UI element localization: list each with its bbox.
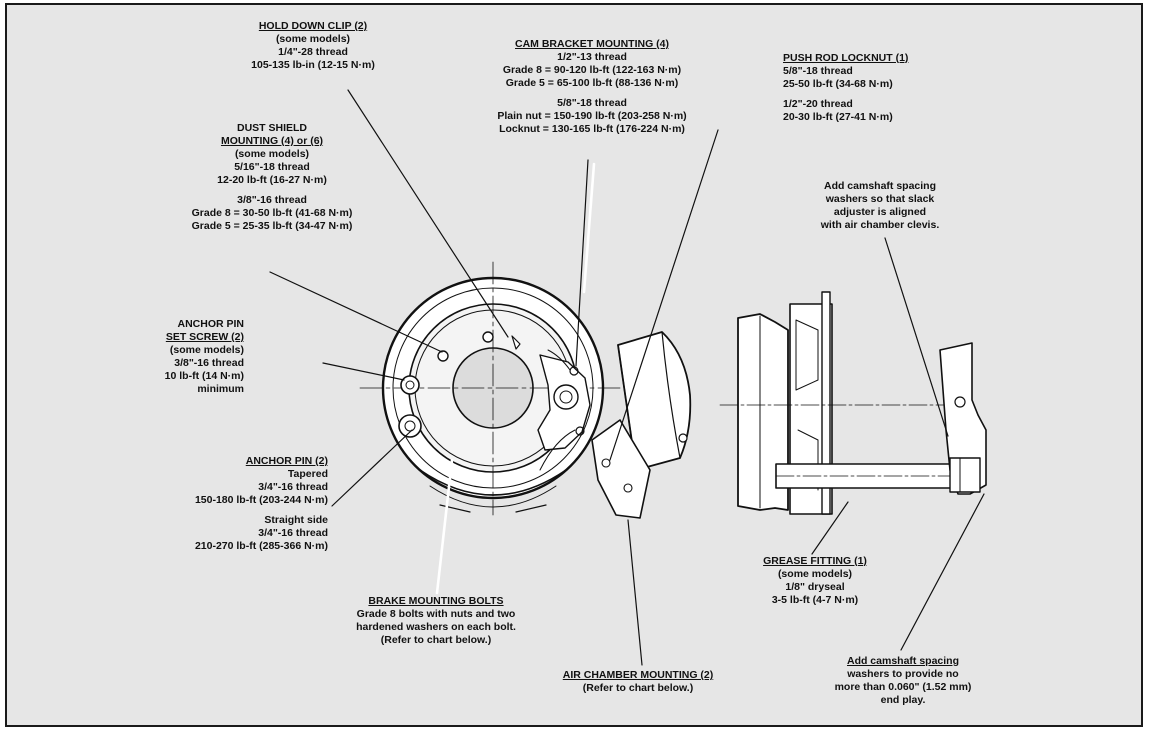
air-chamber-body bbox=[617, 331, 692, 471]
anchor-pin-set-screw-line: (some models) bbox=[169, 344, 244, 356]
anchor-pin-set-screw-line: minimum bbox=[197, 383, 244, 395]
side-view-brake bbox=[719, 291, 987, 515]
anchor-pin-line: 3/4"-16 thread bbox=[258, 527, 328, 539]
anchor-pin-line: Straight side bbox=[264, 514, 328, 526]
brake-mounting-bolts-line: hardened washers on each bolt. bbox=[356, 621, 516, 633]
cam-bracket-callout: CAM BRACKET MOUNTING (4) 1/2"-13 thread … bbox=[472, 38, 712, 136]
hold-down-clip-line: 1/4"-28 thread bbox=[278, 46, 348, 58]
grease-fitting-title: GREASE FITTING (1) bbox=[763, 555, 867, 567]
dust-shield-side bbox=[821, 291, 831, 515]
dust-shield-title-2: MOUNTING (4) or (6) bbox=[220, 135, 324, 147]
hold-down-clip-callout: HOLD DOWN CLIP (2) (some models) 1/4"-28… bbox=[248, 20, 378, 72]
anchor-pin-title: ANCHOR PIN (2) bbox=[245, 455, 328, 467]
anchor-pin-set-screw-line: 10 lb-ft (14 N·m) bbox=[164, 370, 244, 382]
air-chamber-bracket bbox=[591, 419, 651, 519]
dust-shield-line: Grade 5 = 25-35 lb-ft (34-47 N·m) bbox=[191, 220, 353, 232]
air-chamber bbox=[591, 331, 692, 519]
air-chamber-line: (Refer to chart below.) bbox=[582, 682, 694, 694]
camshaft-spacing-bottom-callout: Add camshaft spacing washers to provide … bbox=[818, 655, 988, 707]
cam-bracket-title: CAM BRACKET MOUNTING (4) bbox=[515, 38, 669, 50]
anchor-pin-line: 3/4"-16 thread bbox=[258, 481, 328, 493]
anchor-pin-set-screw-title-1: ANCHOR PIN bbox=[177, 318, 244, 330]
camshaft-spacing-bottom-line: end play. bbox=[880, 694, 926, 706]
push-rod-locknut-line: 20-30 lb-ft (27-41 N·m) bbox=[783, 111, 893, 123]
dust-shield-line: Grade 8 = 30-50 lb-ft (41-68 N·m) bbox=[191, 207, 353, 219]
push-rod-locknut-line: 5/8"-18 thread bbox=[783, 65, 853, 77]
brake-mounting-bolts-title: BRAKE MOUNTING BOLTS bbox=[368, 595, 504, 607]
dust-shield-line: 12-20 lb-ft (16-27 N·m) bbox=[217, 174, 327, 186]
anchor-pin-upper bbox=[400, 375, 420, 395]
anchor-pin-line: 150-180 lb-ft (203-244 N·m) bbox=[194, 494, 328, 506]
hold-down-clip-top bbox=[482, 331, 494, 343]
cam-bracket-line: 5/8"-18 thread bbox=[557, 97, 627, 109]
camshaft-spacing-top-line: adjuster is aligned bbox=[833, 206, 927, 218]
grease-fitting-line: 1/8" dryseal bbox=[785, 581, 845, 593]
camshaft-spacing-top-callout: Add camshaft spacing washers so that sla… bbox=[790, 180, 970, 232]
camshaft-spacing-bottom-line: washers to provide no bbox=[847, 668, 959, 680]
cam-bracket-line: Grade 5 = 65-100 lb-ft (88-136 N·m) bbox=[505, 77, 679, 89]
brake-mounting-bolts-line: Grade 8 bolts with nuts and two bbox=[356, 608, 516, 620]
hold-down-clip-line: (some models) bbox=[275, 33, 351, 45]
anchor-pin-line: 210-270 lb-ft (285-366 N·m) bbox=[194, 540, 328, 552]
dust-shield-title-1: DUST SHIELD bbox=[236, 122, 307, 134]
cam-bracket-line: Plain nut = 150-190 lb-ft (203-258 N·m) bbox=[497, 110, 687, 122]
camshaft-spacing-bottom-line: more than 0.060" (1.52 mm) bbox=[834, 681, 972, 693]
dust-shield-line: 5/16"-18 thread bbox=[234, 161, 310, 173]
camshaft-spacing-top-line: Add camshaft spacing bbox=[823, 180, 937, 192]
leader-lines bbox=[269, 89, 985, 666]
push-rod-locknut-title: PUSH ROD LOCKNUT (1) bbox=[783, 52, 909, 64]
camshaft-spacing-bottom-title: Add camshaft spacing bbox=[846, 655, 960, 667]
air-chamber-callout: AIR CHAMBER MOUNTING (2) (Refer to chart… bbox=[548, 669, 728, 695]
hold-down-clip-title: HOLD DOWN CLIP (2) bbox=[258, 20, 368, 32]
anchor-pin-callout: ANCHOR PIN (2) Tapered 3/4"-16 thread 15… bbox=[150, 455, 328, 553]
dust-shield-callout: DUST SHIELD MOUNTING (4) or (6) (some mo… bbox=[170, 122, 374, 233]
camshaft-spacing-top-line: with air chamber clevis. bbox=[820, 219, 940, 231]
push-rod-locknut-callout: PUSH ROD LOCKNUT (1) 5/8"-18 thread 25-5… bbox=[783, 52, 953, 124]
cam-bracket-line: Locknut = 130-165 lb-ft (176-224 N·m) bbox=[499, 123, 685, 135]
dust-shield-bolt bbox=[437, 350, 449, 362]
push-rod-locknut-line: 25-50 lb-ft (34-68 N·m) bbox=[783, 78, 893, 90]
dust-shield-line: (some models) bbox=[234, 148, 310, 160]
cam-bracket-line: 1/2"-13 thread bbox=[557, 51, 627, 63]
front-view-brake bbox=[359, 261, 631, 516]
white-leader-lines bbox=[435, 162, 596, 595]
dust-shield-line: 3/8"-16 thread bbox=[237, 194, 307, 206]
anchor-pin-set-screw-callout: ANCHOR PIN SET SCREW (2) (some models) 3… bbox=[150, 318, 244, 396]
air-chamber-title: AIR CHAMBER MOUNTING (2) bbox=[562, 669, 714, 681]
grease-fitting-callout: GREASE FITTING (1) (some models) 1/8" dr… bbox=[740, 555, 890, 607]
anchor-pin-line: Tapered bbox=[287, 468, 328, 480]
camshaft-spacing-top-line: washers so that slack bbox=[825, 193, 935, 205]
push-rod-locknut-line: 1/2"-20 thread bbox=[783, 98, 853, 110]
anchor-pin-lower bbox=[398, 414, 422, 438]
slack-adjuster bbox=[939, 342, 987, 495]
anchor-pin-set-screw-line: 3/8"-16 thread bbox=[174, 357, 244, 369]
anchor-pin-set-screw-title-2: SET SCREW (2) bbox=[165, 331, 244, 343]
cam-bracket-line: Grade 8 = 90-120 lb-ft (122-163 N·m) bbox=[502, 64, 682, 76]
brake-mounting-bolts-callout: BRAKE MOUNTING BOLTS Grade 8 bolts with … bbox=[328, 595, 544, 647]
brake-drum-side bbox=[737, 313, 789, 511]
lower-shoe-arc bbox=[419, 469, 567, 496]
hold-down-clip-line: 105-135 lb-in (12-15 N·m) bbox=[251, 59, 375, 71]
grease-fitting-line: (some models) bbox=[777, 568, 853, 580]
brake-mounting-bolts-line: (Refer to chart below.) bbox=[380, 634, 492, 646]
grease-fitting-line: 3-5 lb-ft (4-7 N·m) bbox=[771, 594, 859, 606]
